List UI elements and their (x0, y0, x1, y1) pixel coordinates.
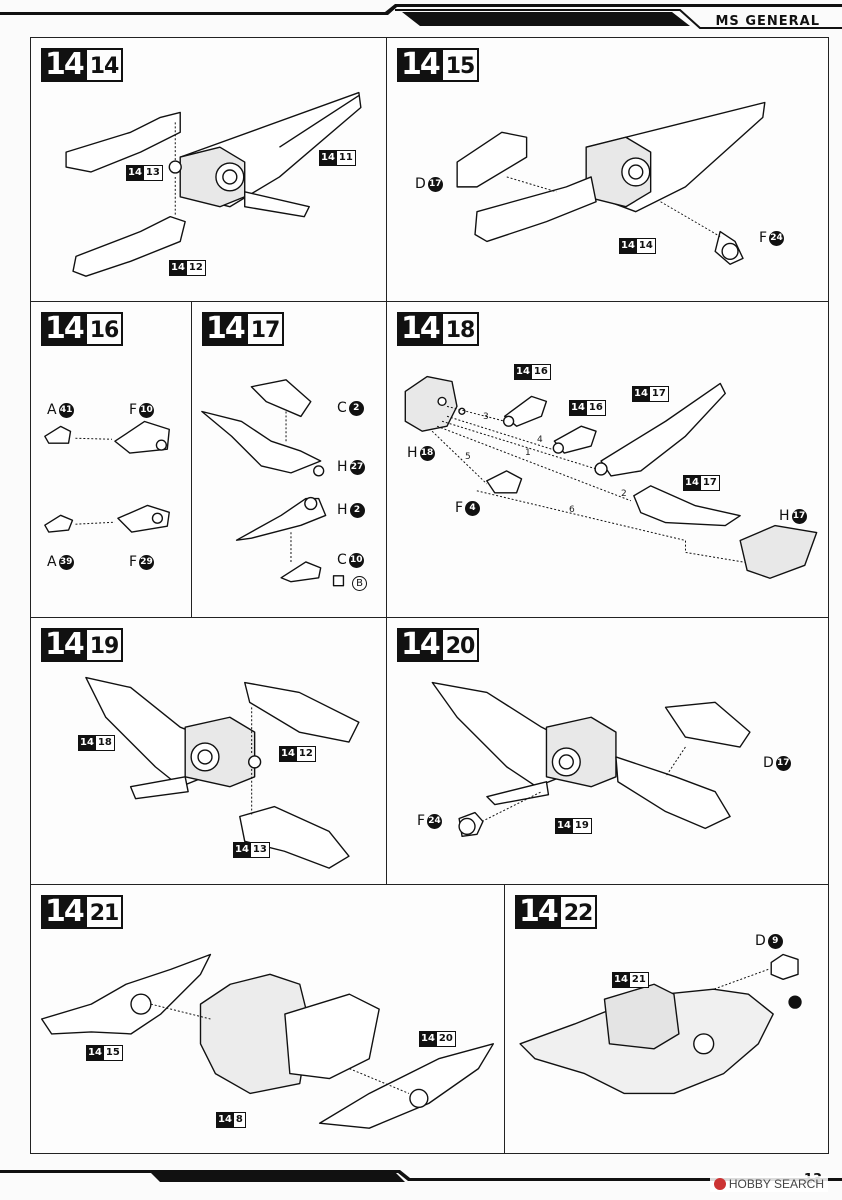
watermark: HOBBY SEARCH (709, 1176, 828, 1192)
assembly-drawing (404, 375, 818, 579)
order-label: 1 (525, 448, 531, 458)
header-title: MS GENERAL (715, 14, 820, 29)
order-label: 4 (537, 435, 543, 445)
order-label: 6 (569, 505, 575, 515)
option-marker: B (352, 576, 367, 591)
order-label: 2 (621, 489, 627, 499)
order-label: 5 (465, 452, 471, 462)
footer-bar (0, 1170, 842, 1182)
header-bar (0, 4, 842, 29)
order-label: 3 (483, 412, 489, 422)
watermark-logo-icon (713, 1178, 726, 1190)
watermark-text: HOBBY SEARCH (728, 1177, 824, 1191)
